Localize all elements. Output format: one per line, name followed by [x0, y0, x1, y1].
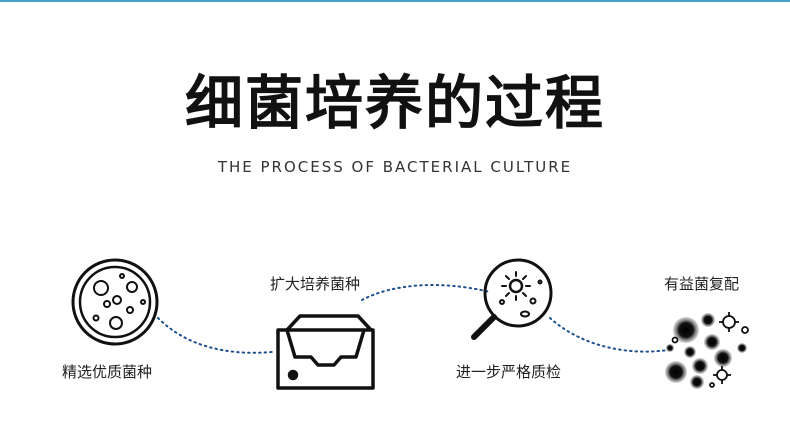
culture-tray-icon: [276, 314, 375, 390]
step-3-label: 进一步严格质检: [456, 363, 562, 381]
bacteria-cluster-icon: [665, 312, 749, 389]
connector-2: [361, 284, 491, 301]
step-1-label: 精选优质菌种: [62, 363, 153, 381]
step-4-label: 有益菌复配: [664, 275, 740, 293]
step-2-label: 扩大培养菌种: [270, 275, 361, 293]
magnifier-bacteria-icon: [471, 258, 553, 340]
page-title: 细菌培养的过程: [184, 69, 605, 137]
top-accent-bar: [0, 0, 790, 2]
connector-3: [549, 317, 669, 353]
connector-1: [157, 317, 273, 354]
petri-dish-icon: [71, 258, 159, 346]
page-subtitle: THE PROCESS OF BACTERIAL CULTURE: [217, 158, 573, 176]
